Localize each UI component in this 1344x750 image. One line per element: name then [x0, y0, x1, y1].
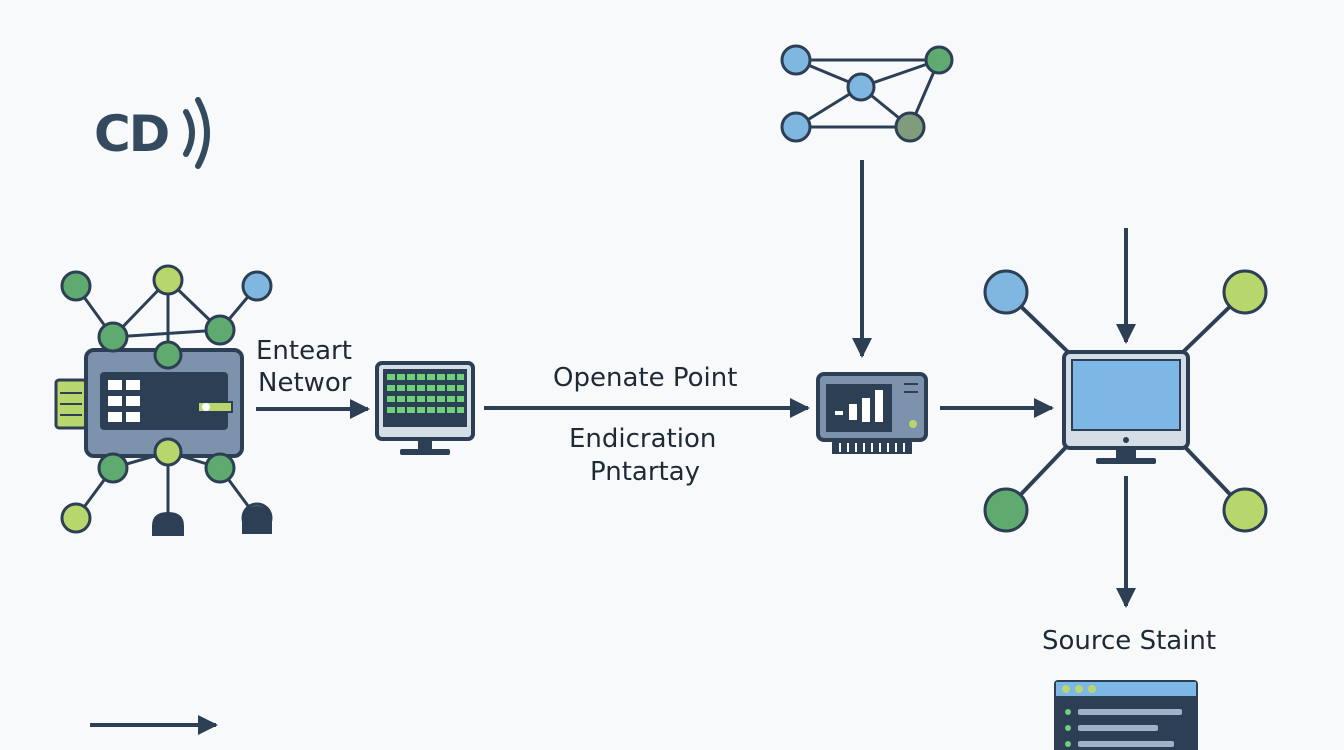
- label-entry-network-line1: Enteart: [256, 336, 352, 366]
- document-window-icon: [1054, 680, 1198, 750]
- label-endication-line2: Pntartay: [590, 457, 701, 487]
- label-entry-network-line2: Networ: [258, 368, 352, 398]
- mesh-network-icon: [780, 44, 954, 143]
- broadcast-waves-icon: [183, 97, 210, 169]
- monitor-icon: [375, 361, 475, 455]
- logo-text: CD: [94, 105, 170, 163]
- network-hub-icon: [54, 264, 273, 536]
- label-endication-line1: Endicration: [569, 424, 717, 454]
- desktop-computer-icon: [983, 269, 1268, 533]
- label-operate-point: Openate Point: [553, 363, 738, 393]
- router-icon: [816, 372, 928, 454]
- label-source-staint: Source Staint: [1042, 626, 1217, 656]
